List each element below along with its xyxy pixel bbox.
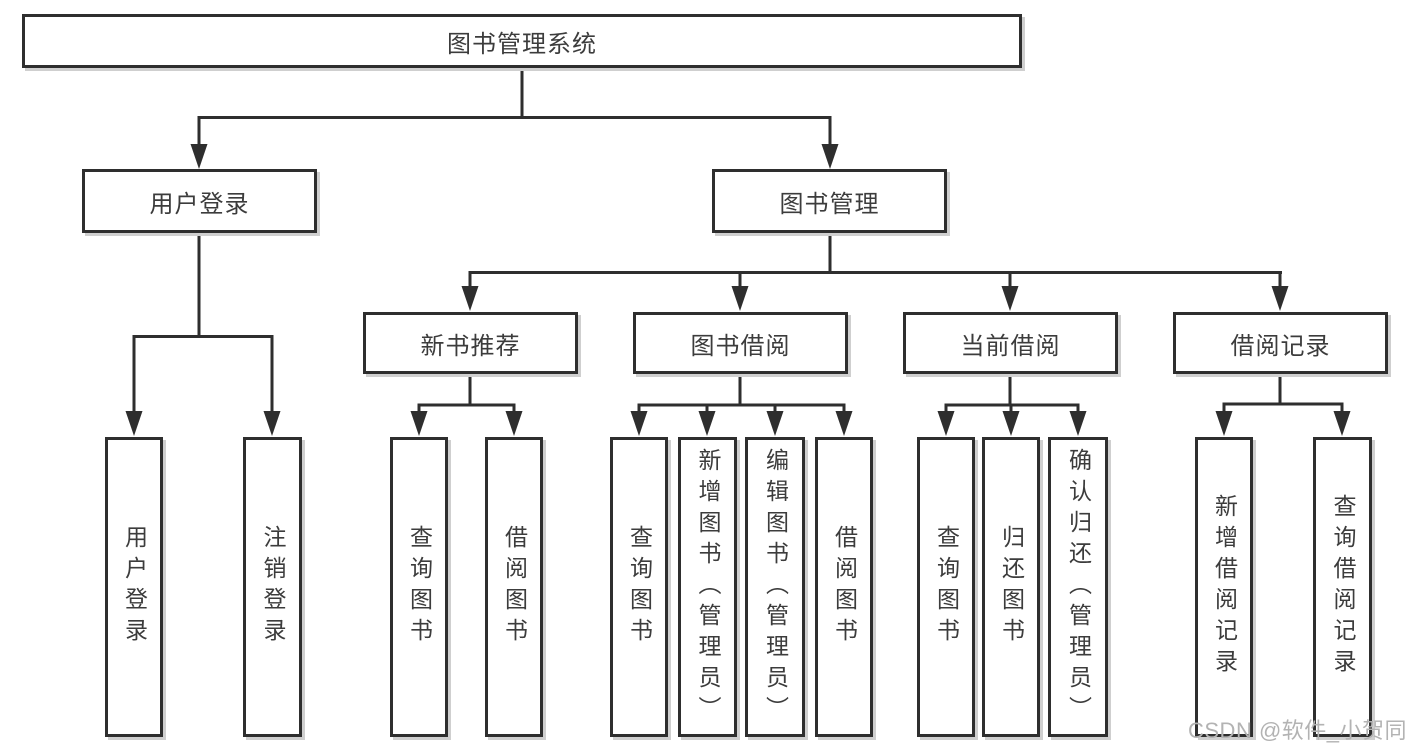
leaf-borrow-books-recommend: 借阅图书 xyxy=(485,437,543,737)
arrowheads xyxy=(125,144,1351,436)
node-book-borrow: 图书借阅 xyxy=(633,312,848,374)
node-book-management: 图书管理 xyxy=(712,169,947,233)
node-current-borrow: 当前借阅 xyxy=(903,312,1118,374)
leaf-edit-book-admin: 编辑图书（管理员） xyxy=(745,437,805,737)
leaf-add-book-admin: 新增图书（管理员） xyxy=(678,437,737,737)
node-new-book-recommend: 新书推荐 xyxy=(363,312,578,374)
node-user-login: 用户登录 xyxy=(82,169,317,233)
leaf-user-login: 用户登录 xyxy=(105,437,163,737)
leaf-logout-login: 注销登录 xyxy=(243,437,302,737)
leaf-borrow-books: 借阅图书 xyxy=(815,437,873,737)
watermark: CSDN @软件_小贺同学 xyxy=(1188,718,1405,743)
leaf-query-books-borrow: 查询图书 xyxy=(610,437,668,737)
leaf-add-borrow-record: 新增借阅记录 xyxy=(1195,437,1253,737)
leaf-query-borrow-record: 查询借阅记录 xyxy=(1313,437,1372,737)
leaf-return-books: 归还图书 xyxy=(982,437,1040,737)
leaf-confirm-return-admin: 确认归还（管理员） xyxy=(1048,437,1108,737)
leaf-query-books-current: 查询图书 xyxy=(917,437,975,737)
leaf-query-books-recommend: 查询图书 xyxy=(390,437,448,737)
node-library-system: 图书管理系统 xyxy=(22,14,1022,68)
node-borrow-records: 借阅记录 xyxy=(1173,312,1388,374)
